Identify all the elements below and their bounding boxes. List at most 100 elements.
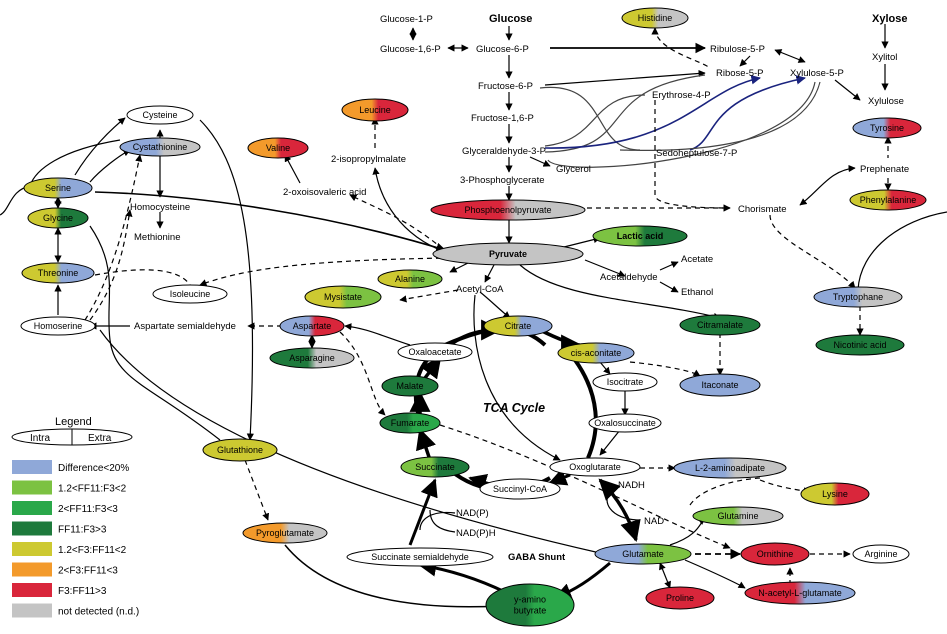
node-lactic: Lactic acid bbox=[592, 225, 688, 247]
edge-pyr-acetaldehyde bbox=[584, 259, 626, 277]
node-histidine-ellipse bbox=[621, 7, 689, 29]
node-isoleucine: Isoleucine bbox=[152, 284, 228, 304]
node-malate: Malate bbox=[381, 375, 439, 397]
edge-histidine-ribose bbox=[651, 27, 711, 69]
node-mysistate-ellipse bbox=[304, 285, 382, 309]
node-oxalosuccinate-ellipse bbox=[588, 413, 662, 433]
node-proline-ellipse bbox=[645, 586, 715, 610]
label-glyceraldehyde-3-p: Glyceraldehyde-3-P bbox=[462, 146, 546, 157]
edge-serine-left bbox=[29, 139, 121, 187]
node-oxalosuccinate: Oxalosuccinate bbox=[588, 413, 662, 433]
node-glutathione-label: Glutathione bbox=[217, 445, 263, 455]
label-nadph: NAD(P)H bbox=[456, 528, 496, 539]
legend-label-0: Difference<20% bbox=[58, 463, 129, 474]
node-cystathionine-label: Cystathionine bbox=[133, 142, 188, 152]
node-succinate-label: Succinate bbox=[415, 462, 455, 472]
edge-oxoisovaleric-valine bbox=[284, 154, 301, 184]
node-threonine-ellipse bbox=[21, 262, 95, 284]
node-oxoglutarate: Oxoglutarate bbox=[549, 457, 641, 477]
node-phenylalanine: Phenylalanine bbox=[849, 189, 927, 211]
node-asparagine-label: Asparagine bbox=[289, 353, 335, 363]
node-glutamate-label: Glutamate bbox=[622, 549, 664, 559]
node-lysine-label: Lysine bbox=[822, 489, 848, 499]
node-valine-ellipse bbox=[247, 137, 309, 159]
node-malate-ellipse bbox=[381, 375, 439, 397]
label-ethanol: Ethanol bbox=[681, 287, 713, 298]
node-glycine-label: Glycine bbox=[43, 213, 73, 223]
node-asparagine: Asparagine bbox=[269, 347, 355, 369]
node-succinylcoa: Succinyl-CoA bbox=[479, 478, 561, 500]
edge-ribulose-xylulose5p bbox=[774, 49, 806, 63]
node-itaconate-ellipse bbox=[679, 373, 761, 397]
label-sedoheptulose-7-p: Sedoheptulose-7-P bbox=[656, 148, 737, 159]
edge-homoserine-cystathionine bbox=[84, 154, 143, 321]
node-ornithine: Ornithine bbox=[740, 542, 810, 566]
edge-chorismate-prephenate bbox=[799, 164, 856, 206]
label-aspartate-semialdehyde: Aspartate semialdehyde bbox=[134, 321, 236, 332]
node-lactic-ellipse bbox=[592, 225, 688, 247]
node-succsemialdehyde: Succinate semialdehyde bbox=[346, 547, 494, 567]
node-tryptophane: Tryptophane bbox=[813, 286, 903, 308]
edge-nadp-curve bbox=[419, 511, 456, 531]
edge-homoserine-methionine bbox=[89, 209, 133, 321]
edge-oxoglutarate-glutamate bbox=[598, 478, 641, 543]
node-serine-ellipse bbox=[23, 177, 93, 199]
node-ornithine-ellipse bbox=[740, 542, 810, 566]
node-nicotinic-label: Nicotinic acid bbox=[833, 340, 886, 350]
node-isocitrate: Isocitrate bbox=[592, 372, 658, 392]
node-phenylalanine-ellipse bbox=[849, 189, 927, 211]
label-acetate: Acetate bbox=[681, 254, 713, 265]
label-nad: NAD bbox=[644, 516, 664, 527]
edge-f6p-ribose bbox=[544, 69, 706, 86]
node-fumarate: Fumarate bbox=[379, 412, 441, 434]
node-glutathione-ellipse bbox=[202, 438, 278, 462]
edge-oxalosuccinate-oxoglutarate bbox=[599, 429, 621, 456]
edge-cis-itaconate bbox=[629, 361, 701, 377]
node-pyruvate-ellipse bbox=[432, 242, 584, 266]
legend-intra: Intra bbox=[30, 433, 50, 444]
node-leucine: Leucine bbox=[341, 98, 409, 122]
node-oxaloacetate: Oxaloacetate bbox=[397, 342, 473, 362]
node-pep-label: Phosphoenolpyruvate bbox=[464, 205, 551, 215]
edge-pyr-lactic bbox=[559, 236, 601, 249]
label-xylose: Xylose bbox=[872, 13, 907, 25]
node-homoserine-label: Homoserine bbox=[34, 321, 83, 331]
node-citramalate-ellipse bbox=[679, 314, 761, 336]
label-homocysteine: Homocysteine bbox=[130, 202, 190, 213]
node-serine: Serine bbox=[23, 177, 93, 199]
node-threonine: Threonine bbox=[21, 262, 95, 284]
edge-pyr-citramalate bbox=[519, 264, 721, 320]
edge-pyr-oxoisovaleric bbox=[349, 194, 451, 256]
node-isocitrate-label: Isocitrate bbox=[607, 377, 644, 387]
node-glutamine: Glutamine bbox=[692, 506, 784, 526]
node-oxaloacetate-label: Oxaloacetate bbox=[408, 347, 461, 357]
node-aminoadipate-label: L-2-aminoadipate bbox=[695, 463, 765, 473]
legend-swatch-1 bbox=[12, 480, 52, 495]
edge-ribulose-ribose bbox=[739, 55, 751, 67]
node-valine: Valine bbox=[247, 137, 309, 159]
node-oxalosuccinate-label: Oxalosuccinate bbox=[594, 418, 656, 428]
node-glutamine-ellipse bbox=[692, 506, 784, 526]
node-pep-ellipse bbox=[430, 199, 586, 221]
legend: Legend Intra Extra Difference<20%1.2<FF1… bbox=[11, 416, 139, 618]
label-xylulose-5-p: Xylulose-5-P bbox=[790, 68, 844, 79]
node-succinate: Succinate bbox=[400, 456, 470, 478]
edge-glycine-glutamate bbox=[99, 329, 601, 554]
edge-serine-cystathionine bbox=[89, 149, 131, 183]
node-pyroglutamate-ellipse bbox=[242, 522, 328, 544]
legend-swatch-6 bbox=[12, 583, 52, 597]
legend-swatch-4 bbox=[12, 542, 52, 556]
edge-cis-isocitrate bbox=[599, 361, 611, 375]
legend-label-4: 1.2<F3:FF11<2 bbox=[58, 545, 127, 556]
node-citrate: Citrate bbox=[483, 315, 553, 337]
node-arginine-label: Arginine bbox=[864, 549, 897, 559]
edge-tk-3 bbox=[544, 74, 706, 153]
node-nicotinic: Nicotinic acid bbox=[815, 334, 905, 356]
legend-title: Legend bbox=[55, 416, 92, 428]
label-oxoisovaleric: 2-oxoisovaleric acid bbox=[283, 187, 366, 198]
node-tyrosine-label: Tyrosine bbox=[870, 123, 904, 133]
legend-extra: Extra bbox=[88, 433, 112, 444]
